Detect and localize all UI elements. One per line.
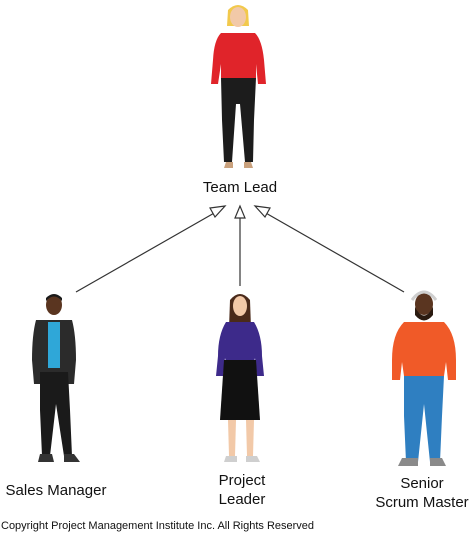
project-leader-figure — [216, 294, 264, 462]
scrum-master-label-line1: Senior — [400, 475, 444, 492]
scrum-master-label: Senior Scrum Master — [370, 474, 474, 512]
project-leader-label-line1: Project — [218, 472, 266, 489]
sales-manager-label: Sales Manager — [5, 482, 107, 499]
sales-manager-figure — [32, 294, 80, 462]
project-leader-label-line2: Leader — [218, 491, 266, 508]
arrowhead-sales-manager — [209, 205, 227, 219]
project-leader-label: Project Leader — [192, 471, 292, 509]
scrum-master-label-line2: Scrum Master — [375, 494, 469, 511]
team-lead-figure — [211, 5, 266, 168]
team-lead-label: Team Lead — [202, 179, 278, 196]
arrowhead-scrum-master — [253, 205, 271, 219]
generalization-arrows — [75, 204, 405, 293]
arrow-sales-manager — [75, 211, 217, 293]
arrow-scrum-master — [263, 211, 405, 293]
copyright-text: Copyright Project Management Institute I… — [1, 520, 315, 532]
scrum-master-figure — [392, 290, 456, 466]
arrowhead-project-leader — [234, 204, 246, 219]
